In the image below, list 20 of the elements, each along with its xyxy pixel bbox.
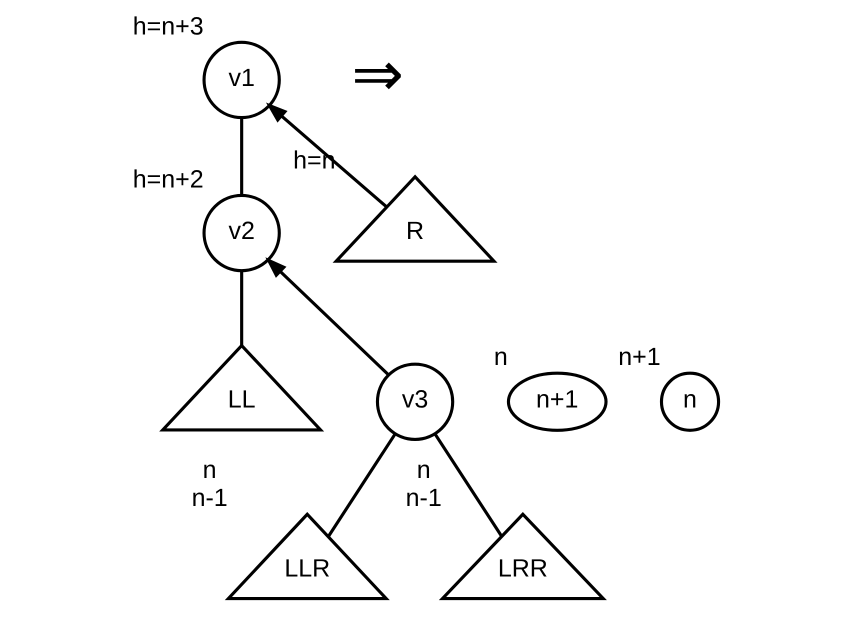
node-circle: v1 (202, 40, 280, 120)
node-label: n (416, 456, 430, 484)
node-circle: v3 (375, 362, 454, 441)
node-label: n (202, 456, 216, 484)
connector (240, 270, 243, 346)
node-label: n+1 (618, 342, 660, 371)
label: ⇒ (351, 40, 404, 110)
node-circle: v2 (202, 194, 280, 272)
node-label: h=n+3 (132, 12, 204, 40)
node-ellipse: n+1 (506, 372, 608, 432)
node-label: h=n+2 (132, 165, 204, 194)
connector (433, 432, 502, 537)
connector (326, 432, 396, 538)
node-circle: n (659, 372, 720, 432)
arrow (264, 257, 389, 376)
node-label: n (493, 342, 508, 371)
arrow (265, 102, 388, 208)
node-label: n-1 (191, 484, 228, 512)
connector (240, 118, 243, 195)
node-label: n-1 (405, 484, 442, 512)
